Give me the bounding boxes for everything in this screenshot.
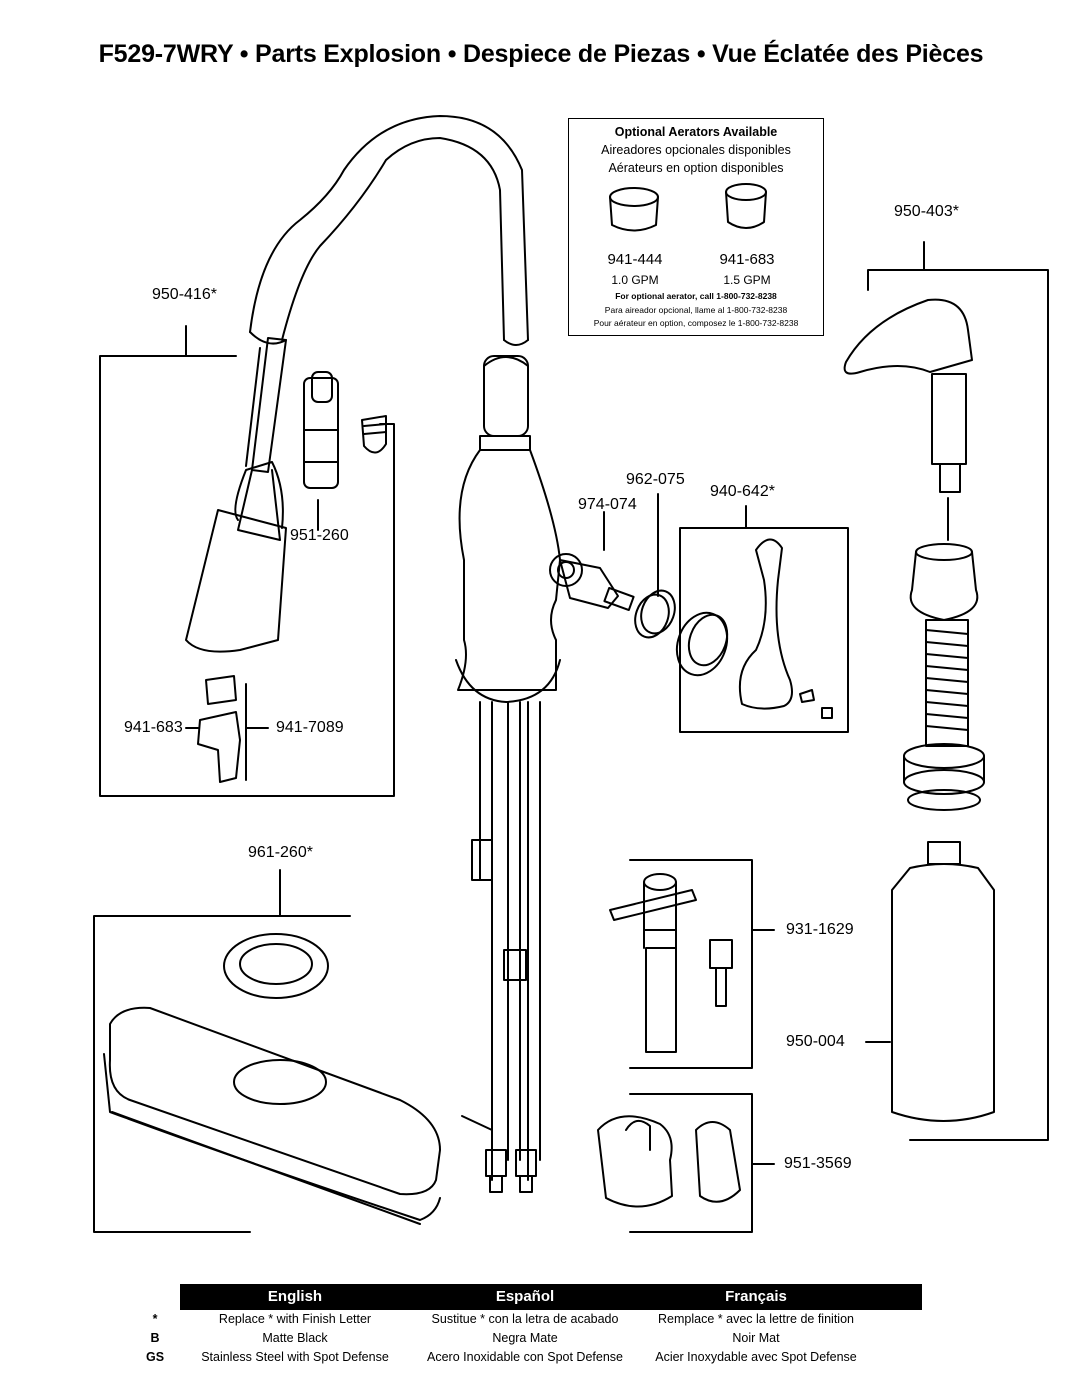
finish-legend-table: English Español Français * Replace * wit…: [146, 1284, 922, 1367]
supply-hoses: [461, 701, 541, 1193]
escutcheon-plate: [103, 1006, 441, 1225]
label-950-403: 950-403*: [894, 203, 959, 220]
legend-espanol: Sustitue * con la letra de acabado: [431, 1312, 619, 1326]
spray-wand: [185, 337, 287, 653]
legend-francais: Noir Mat: [732, 1331, 780, 1345]
legend-header-espanol: Español: [495, 1288, 555, 1305]
legend-english: Matte Black: [262, 1331, 328, 1345]
label-961-260: 961-260*: [248, 844, 313, 861]
part-951-260-hose-fitting: [303, 371, 339, 531]
aerators-heading-es: Aireadores opcionales disponibles: [601, 143, 791, 157]
bracket-940-642: [679, 505, 849, 733]
aerator-key-941-7089: [185, 675, 269, 783]
aerator-flow-1: 1.0 GPM: [611, 273, 659, 287]
page-title: F529-7WRY • Parts Explosion • Despiece d…: [98, 40, 984, 68]
legend-english: Stainless Steel with Spot Defense: [201, 1350, 389, 1364]
aerator-941-444-image: [609, 187, 659, 232]
aerators-call-en: For optional aerator, call 1-800-732-823…: [615, 291, 777, 301]
legend-espanol: Negra Mate: [492, 1331, 558, 1345]
label-951-3569: 951-3569: [784, 1155, 852, 1172]
label-974-074: 974-074: [578, 496, 637, 513]
part-962-075-bonnet: [634, 493, 676, 639]
label-950-416: 950-416*: [152, 286, 217, 303]
legend-espanol: Acero Inoxidable con Spot Defense: [427, 1350, 623, 1364]
legend-key: B: [150, 1331, 160, 1345]
bracket-950-416: [99, 325, 395, 797]
legend-header-row: English Español Français: [180, 1284, 922, 1310]
aerators-call-es: Para aireador opcional, llame al 1-800-7…: [604, 305, 788, 315]
bracket-951-3569: [629, 1093, 775, 1233]
soap-sleeve: [909, 543, 979, 747]
label-940-642: 940-642*: [710, 483, 775, 500]
legend-row: * Replace * with Finish Letter Sustitue …: [130, 1310, 922, 1329]
legend-row: B Matte Black Negra Mate Noir Mat: [130, 1329, 922, 1348]
aerators-heading-fr: Aérateurs en option disponibles: [608, 161, 784, 175]
label-950-004: 950-004: [786, 1033, 845, 1050]
label-962-075: 962-075: [626, 471, 685, 488]
soap-nut: [903, 743, 985, 811]
aerators-call-fr: Pour aérateur en option, composez le 1-8…: [593, 318, 799, 328]
part-931-1629-mount: [609, 873, 697, 1053]
legend-header-francais: Français: [725, 1288, 787, 1305]
faucet-spout: [249, 115, 529, 346]
faucet-body: [455, 355, 583, 703]
bracket-961-260: [93, 869, 351, 1233]
aerator-part-2: 941-683: [719, 251, 775, 268]
legend-header-english: English: [267, 1288, 323, 1305]
legend-key: *: [152, 1312, 158, 1326]
aerator-941-683-image: [725, 183, 767, 229]
part-940-642-handle: [738, 538, 833, 719]
part-974-074-cartridge: [559, 511, 635, 612]
bracket-950-403: [867, 241, 1049, 1141]
legend-francais: Remplace * avec la lettre de finition: [658, 1312, 854, 1326]
label-941-683: 941-683: [124, 719, 183, 736]
legend-english: Replace * with Finish Letter: [218, 1312, 372, 1326]
legend-francais: Acier Inoxydable avec Spot Defense: [655, 1350, 857, 1364]
bracket-931-1629: [629, 859, 775, 1069]
part-951-3569-clip: [597, 1115, 741, 1208]
legend-key: GS: [145, 1350, 165, 1364]
legend-row: GS Stainless Steel with Spot Defense Ace…: [130, 1348, 922, 1367]
aerators-heading: Optional Aerators Available: [614, 125, 778, 139]
aerator-flow-2: 1.5 GPM: [723, 273, 771, 287]
optional-aerators-box: Optional Aerators Available Aireadores o…: [568, 118, 824, 336]
part-950-004-bottle: [865, 841, 995, 1122]
label-941-7089: 941-7089: [276, 719, 344, 736]
soap-pump-head: [843, 298, 973, 541]
aerator-part-1: 941-444: [607, 251, 663, 268]
label-931-1629: 931-1629: [786, 921, 854, 938]
label-951-260: 951-260: [290, 527, 349, 544]
driver-bit: [709, 939, 733, 1007]
small-aerator-cap: [361, 415, 387, 454]
bonnet-ring: [675, 611, 729, 677]
escutcheon-ring: [223, 933, 329, 999]
